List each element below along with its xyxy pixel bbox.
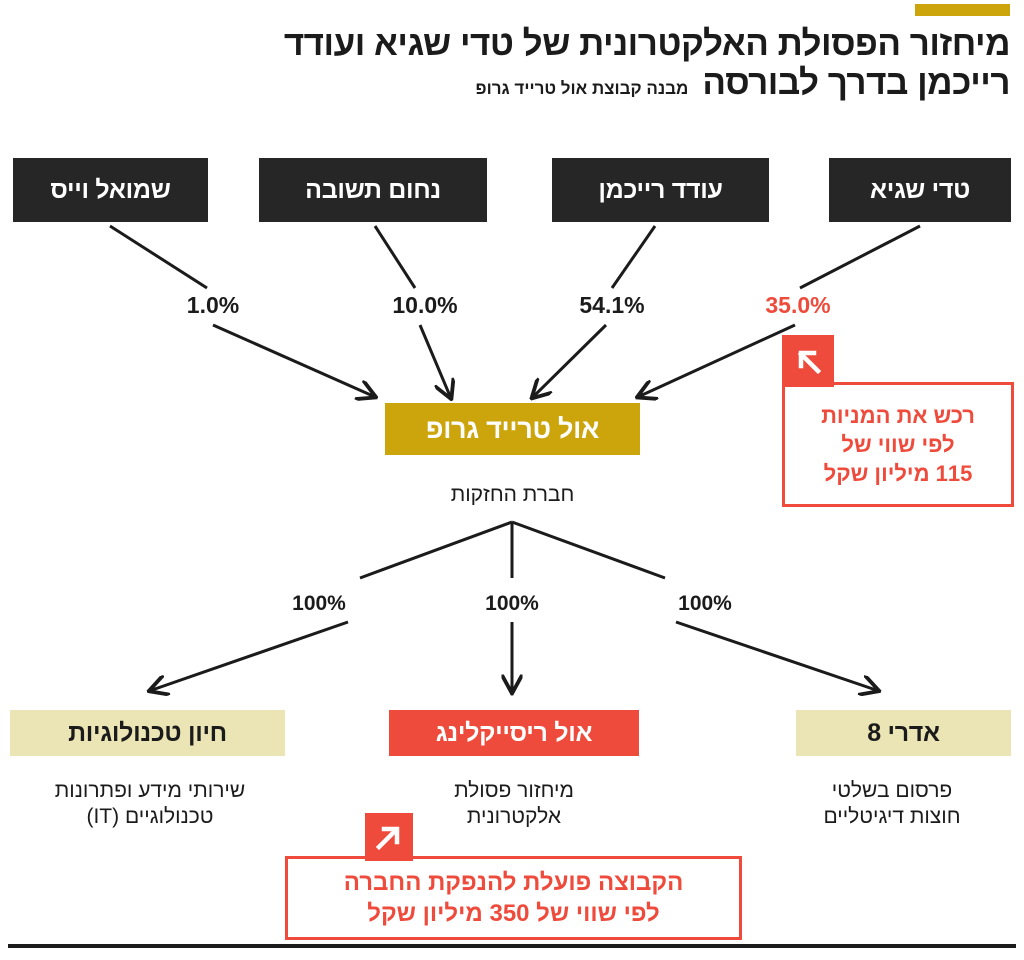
subsidiary-name: חיון טכנולוגיות [68, 718, 227, 747]
callout-right-body: רכש את המניות לפי שווי של 115 מיליון שקל [782, 382, 1014, 507]
callout-bottom-body: הקבוצה פועלת להנפקת החברה לפי שווי של 35… [285, 856, 742, 940]
caption-line: אלקטרונית [466, 804, 562, 828]
arrow-up-right-icon [365, 813, 413, 861]
stake-label-1: 1.0% [186, 292, 240, 318]
holding-company-box[interactable]: אול טרייד גרופ [385, 403, 640, 455]
stake-label-4: 35.0% [765, 292, 831, 318]
subsidiary-caption-1: שירותי מידע ופתרונות טכנולוגיים (IT) [0, 778, 300, 829]
subsidiary-name: אדרי 8 [867, 718, 940, 747]
subsidiary-box-1[interactable]: חיון טכנולוגיות [10, 710, 285, 756]
caption-line: טכנולוגיים (IT) [86, 804, 214, 828]
callout-line: רכש את המניות [821, 402, 975, 428]
page-title-line-1: מיחזור הפסולת האלקטרונית של טדי שגיא ועו… [283, 24, 1011, 63]
callout-line: הקבוצה פועלת להנפקת החברה [343, 868, 684, 896]
holding-company-caption: חברת החזקות [450, 483, 575, 506]
owner-box-3[interactable]: עודד רייכמן [552, 158, 769, 222]
stake-label-2: 10.0% [392, 292, 458, 318]
subsidiary-caption-2: מיחזור פסולת אלקטרונית [382, 778, 646, 829]
owner-box-1[interactable]: שמואל וייס [13, 158, 208, 222]
callout-line: לפי שווי של [841, 431, 955, 457]
page-title-line-2: רייכמן בדרך לבורסה [702, 62, 1010, 102]
page-subtitle: מבנה קבוצת אול טרייד גרופ [475, 78, 689, 98]
owner-box-4[interactable]: טדי שגיא [829, 158, 1011, 222]
callout-right: רכש את המניות לפי שווי של 115 מיליון שקל [782, 335, 1014, 507]
owner-name: שמואל וייס [50, 175, 171, 204]
caption-line: חוצות דיגיטליים [823, 804, 961, 828]
header-title-block: מיחזור הפסולת האלקטרונית של טדי שגיא ועו… [14, 24, 1011, 104]
stake-label-3: 54.1% [579, 292, 645, 318]
subsidiary-stake-3: 100% [678, 592, 732, 615]
holding-company-name: אול טרייד גרופ [425, 413, 600, 444]
header-accent-bar [915, 4, 1010, 16]
subsidiary-stake-2: 100% [485, 592, 539, 615]
subsidiary-stake-1: 100% [292, 592, 346, 615]
callout-bottom: הקבוצה פועלת להנפקת החברה לפי שווי של 35… [285, 813, 742, 940]
subsidiary-caption-3: פרסום בשלטי חוצות דיגיטליים [760, 778, 1024, 829]
owner-name: נחום תשובה [305, 175, 441, 204]
owner-name: טדי שגיא [869, 175, 971, 204]
subsidiary-box-3[interactable]: אדרי 8 [796, 710, 1011, 756]
page-title-row-2: רייכמן בדרך לבורסה מבנה קבוצת אול טרייד … [14, 62, 1011, 104]
caption-line: שירותי מידע ופתרונות [54, 779, 246, 802]
owner-name: עודד רייכמן [598, 175, 723, 204]
callout-line: 115 מיליון שקל [823, 461, 973, 487]
callout-line: לפי שווי של 350 מיליון שקל [367, 900, 660, 927]
subsidiary-box-2[interactable]: אול ריסייקלינג [389, 710, 639, 756]
footer-rule [8, 944, 1016, 948]
caption-line: פרסום בשלטי [831, 779, 953, 802]
owner-box-2[interactable]: נחום תשובה [259, 158, 487, 222]
caption-line: מיחזור פסולת [454, 779, 574, 802]
subsidiary-name: אול ריסייקלינג [435, 718, 593, 747]
arrow-up-left-icon [782, 335, 834, 387]
